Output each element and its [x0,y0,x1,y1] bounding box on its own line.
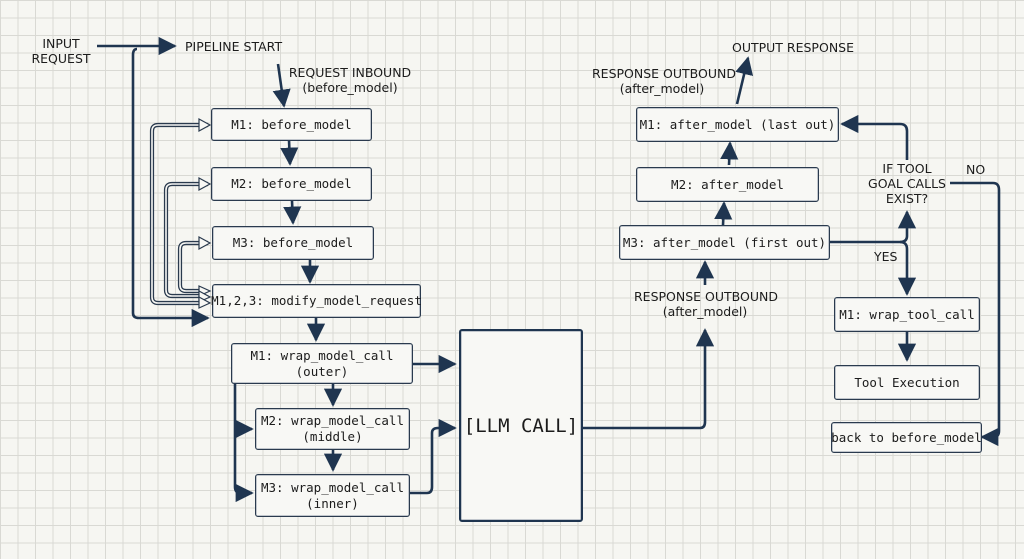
pipeline-start-label: PIPELINE START [185,39,283,54]
m3-after-model-box: M3: after_model (first out) [619,225,830,260]
arrow-m3after-to-decision [830,210,917,244]
arrow-m1-to-m2 [280,139,299,166]
arrow-no-to-back [950,181,1001,447]
llm-call-box: [LLM CALL] [459,329,583,522]
input-request-label: INPUT REQUEST [31,36,91,66]
m3-before-model-box: M3: before_model [212,226,374,260]
m2-after-model-box: M2: after_model [636,167,819,202]
arrow-pipeline-to-m1 [272,63,291,108]
arrow-yes-to-wraptool [897,240,917,296]
hollow-arrowhead [198,117,212,133]
arrow-wrap1-side [233,384,254,503]
m1-before-model-box: M1: before_model [211,108,372,141]
arrow-wrap3-to-llm [410,418,457,495]
arrow-m1after-to-output [735,56,754,105]
output-response-label: OUTPUT RESPONSE [732,40,854,55]
loop-m2-to-modify [165,183,208,297]
m1-wrap-model-call-box: M1: wrap_model_call (outer) [231,343,413,384]
hollow-arrowhead [198,235,212,251]
m3-wrap-model-call-box: M3: wrap_model_call (inner) [255,474,410,517]
wrap-tool-call-box: M1: wrap_tool_call [834,297,980,332]
back-to-before-model-box: back to before_model [831,422,982,453]
hollow-arrowhead [198,176,212,192]
arrow-m3after-to-m2after [714,201,733,226]
hollow-arrowhead [198,295,212,309]
arrow-m2after-to-m1after [720,141,739,166]
loop-m3-to-modify [179,242,208,292]
tool-execution-box: Tool Execution [834,365,980,400]
no-label: NO [966,162,986,177]
yes-label: YES [874,249,898,264]
m1-after-model-box: M1: after_model (last out) [636,107,839,142]
response-outbound-top-label: RESPONSE OUTBOUND (after_model) [592,66,736,96]
arrow-m2-to-m3 [283,200,302,225]
request-inbound-label: REQUEST INBOUND (before_model) [288,65,412,95]
arrow-bypass-to-modify [131,47,210,328]
loop-m1-to-modify [151,124,208,304]
decision-label: IF TOOL GOAL CALLS EXIST? [868,161,946,206]
m2-before-model-box: M2: before_model [211,167,372,201]
arrow-llm-to-response [583,328,715,430]
m2-wrap-model-call-box: M2: wrap_model_call (middle) [255,408,410,450]
modify-model-request-box: M1,2,3: modify_model_request [211,284,422,318]
arrow-decision-to-m1after [840,114,909,160]
response-outbound-mid-label: RESPONSE OUTBOUND (after_model) [634,289,778,319]
